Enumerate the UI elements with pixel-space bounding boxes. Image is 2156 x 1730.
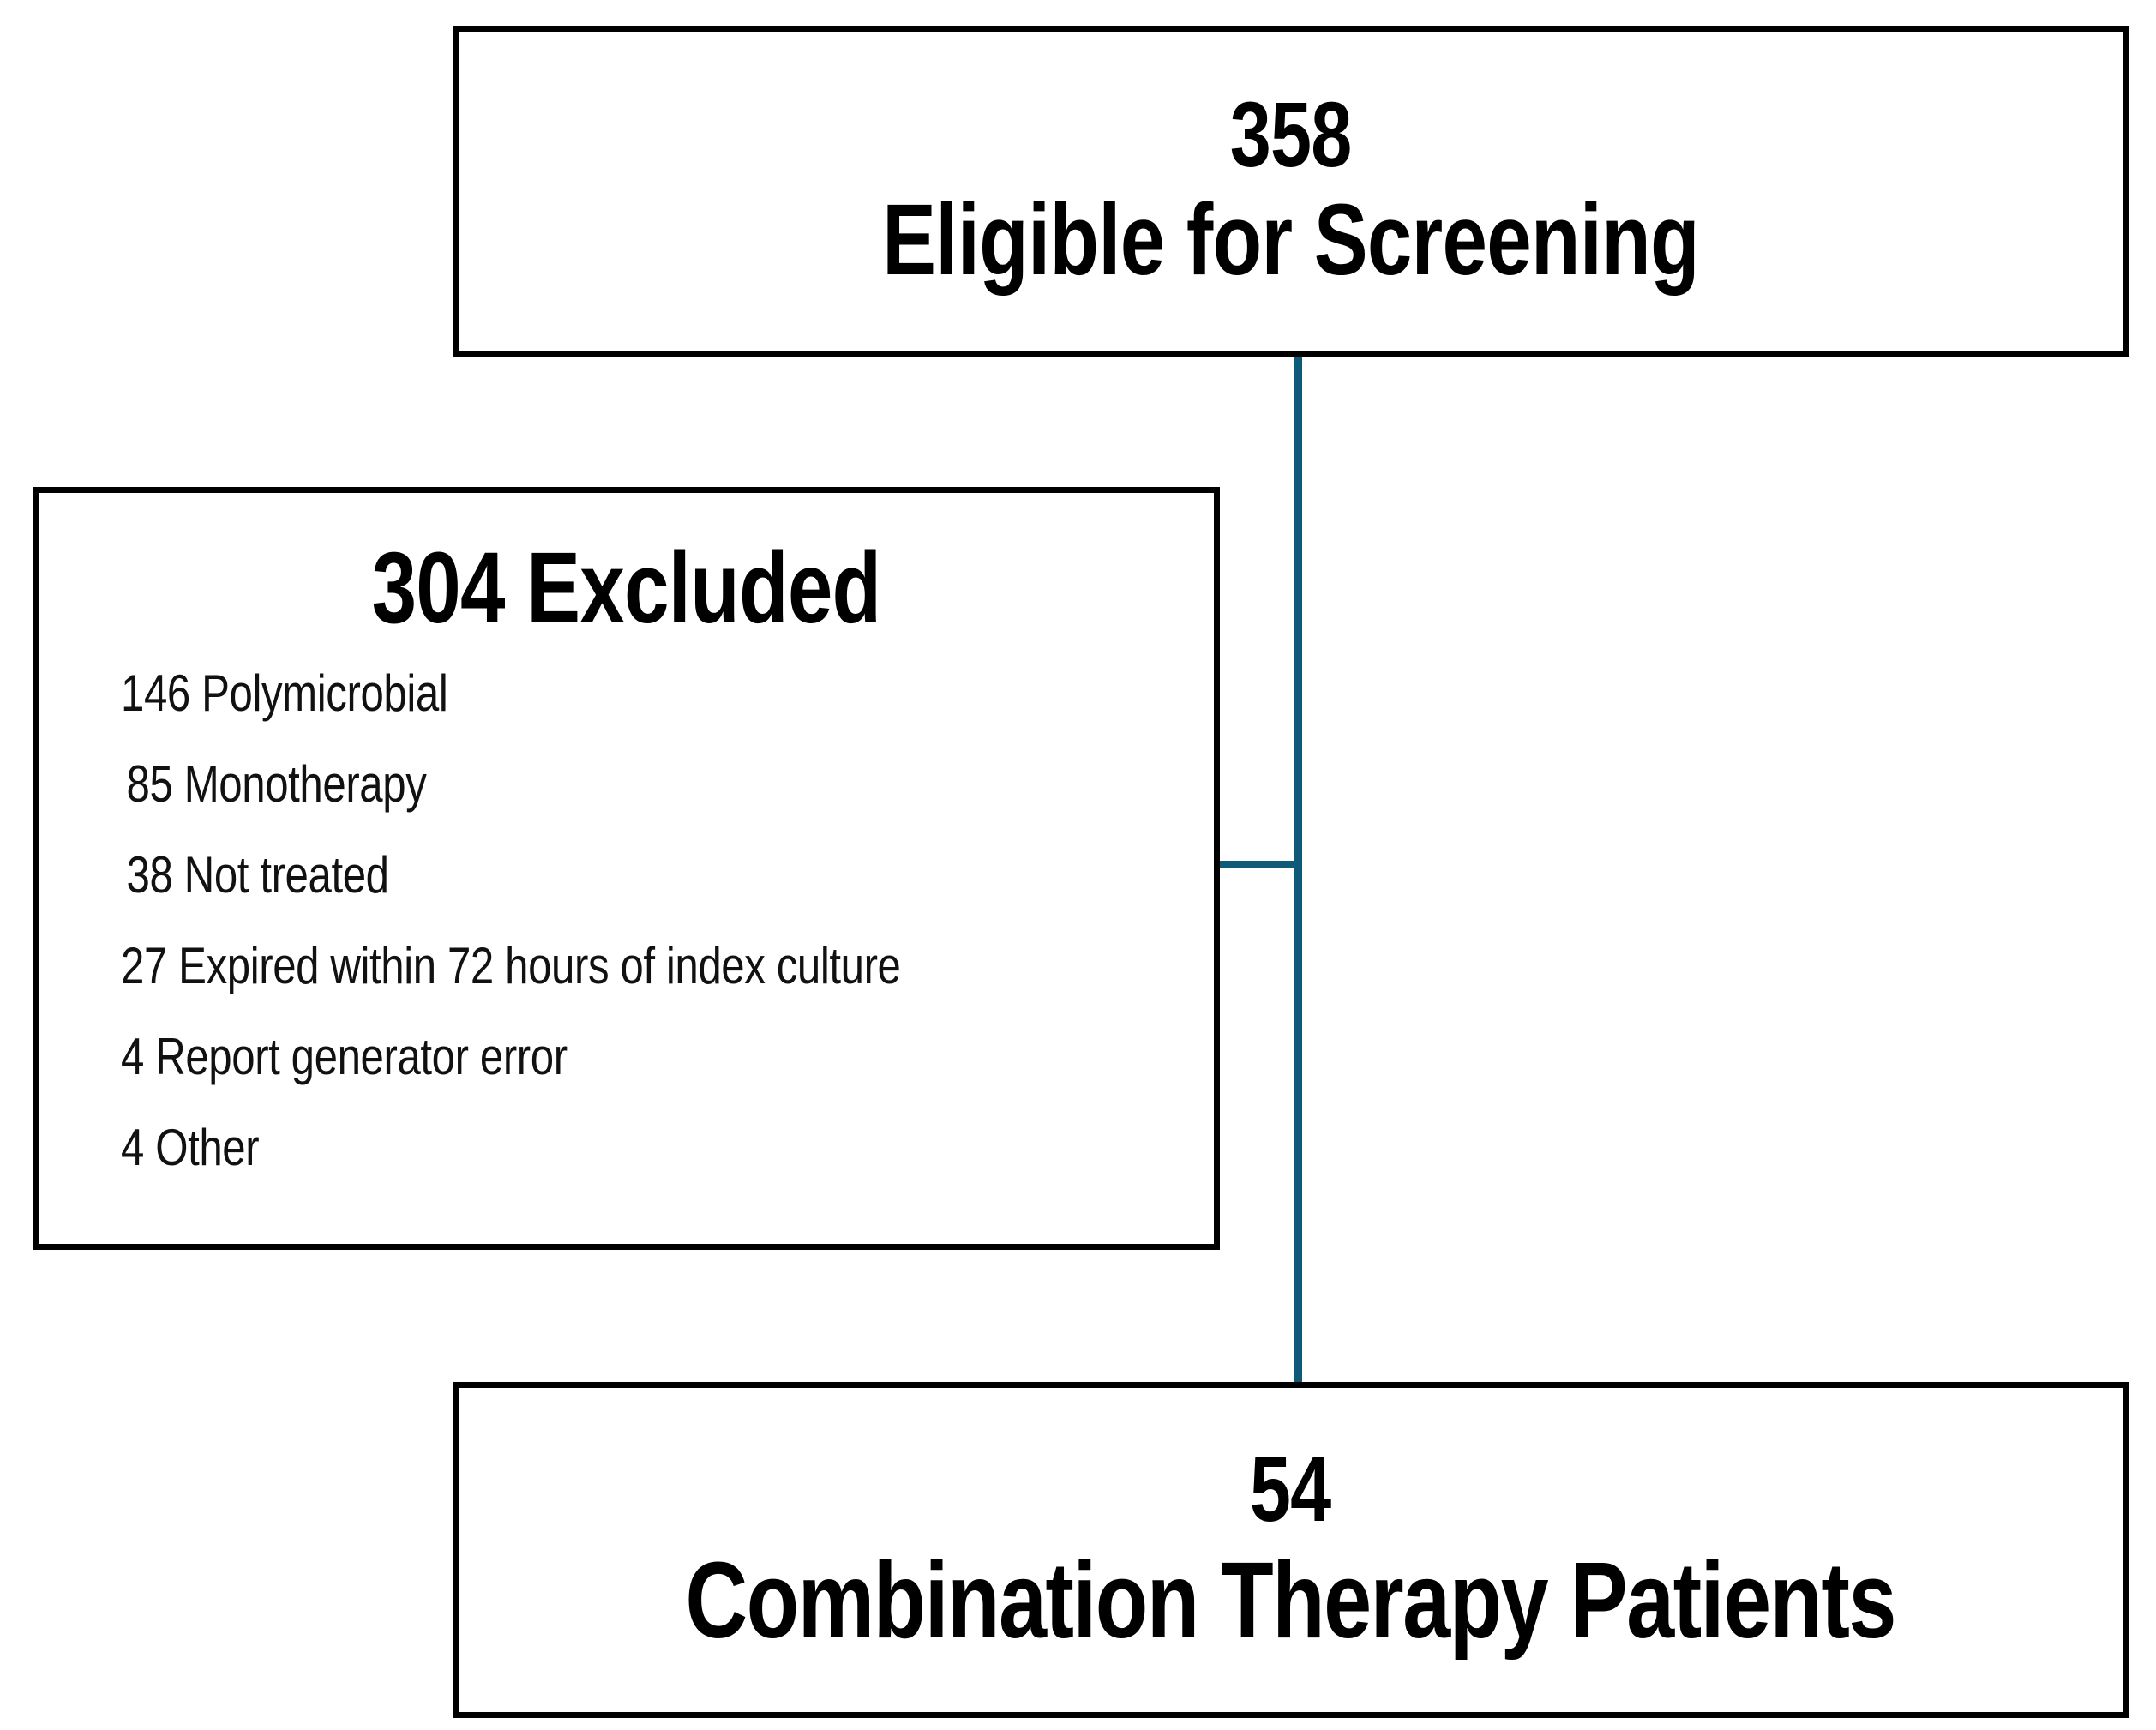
enrolled-title: Combination Therapy Patients [685, 1539, 1897, 1661]
list-item: 4 Other [121, 1119, 260, 1176]
screening-count: 358 [1229, 82, 1353, 187]
node-combination-therapy-patients: 54 Combination Therapy Patients [453, 1382, 2129, 1718]
list-item: 85 Monotherapy [126, 755, 427, 813]
connector-vertical-screening-to-enrolled [1294, 350, 1302, 1389]
excluded-heading: 304 Excluded [371, 532, 882, 645]
screening-title: Eligible for Screening [882, 183, 1700, 297]
list-item: 38 Not treated [126, 846, 389, 904]
enrolled-count: 54 [1250, 1436, 1331, 1541]
list-item: 146 Polymicrobial [121, 664, 448, 722]
connector-horizontal-to-excluded [1210, 861, 1301, 868]
list-item: 27 Expired within 72 hours of index cult… [121, 937, 901, 994]
node-eligible-for-screening: 358 Eligible for Screening [453, 26, 2129, 357]
list-item: 4 Report generator error [121, 1028, 568, 1085]
node-excluded: 304 Excluded 146 Polymicrobial 85 Monoth… [33, 487, 1220, 1250]
excluded-reason-list: 146 Polymicrobial 85 Monotherapy 38 Not … [39, 668, 1214, 1174]
